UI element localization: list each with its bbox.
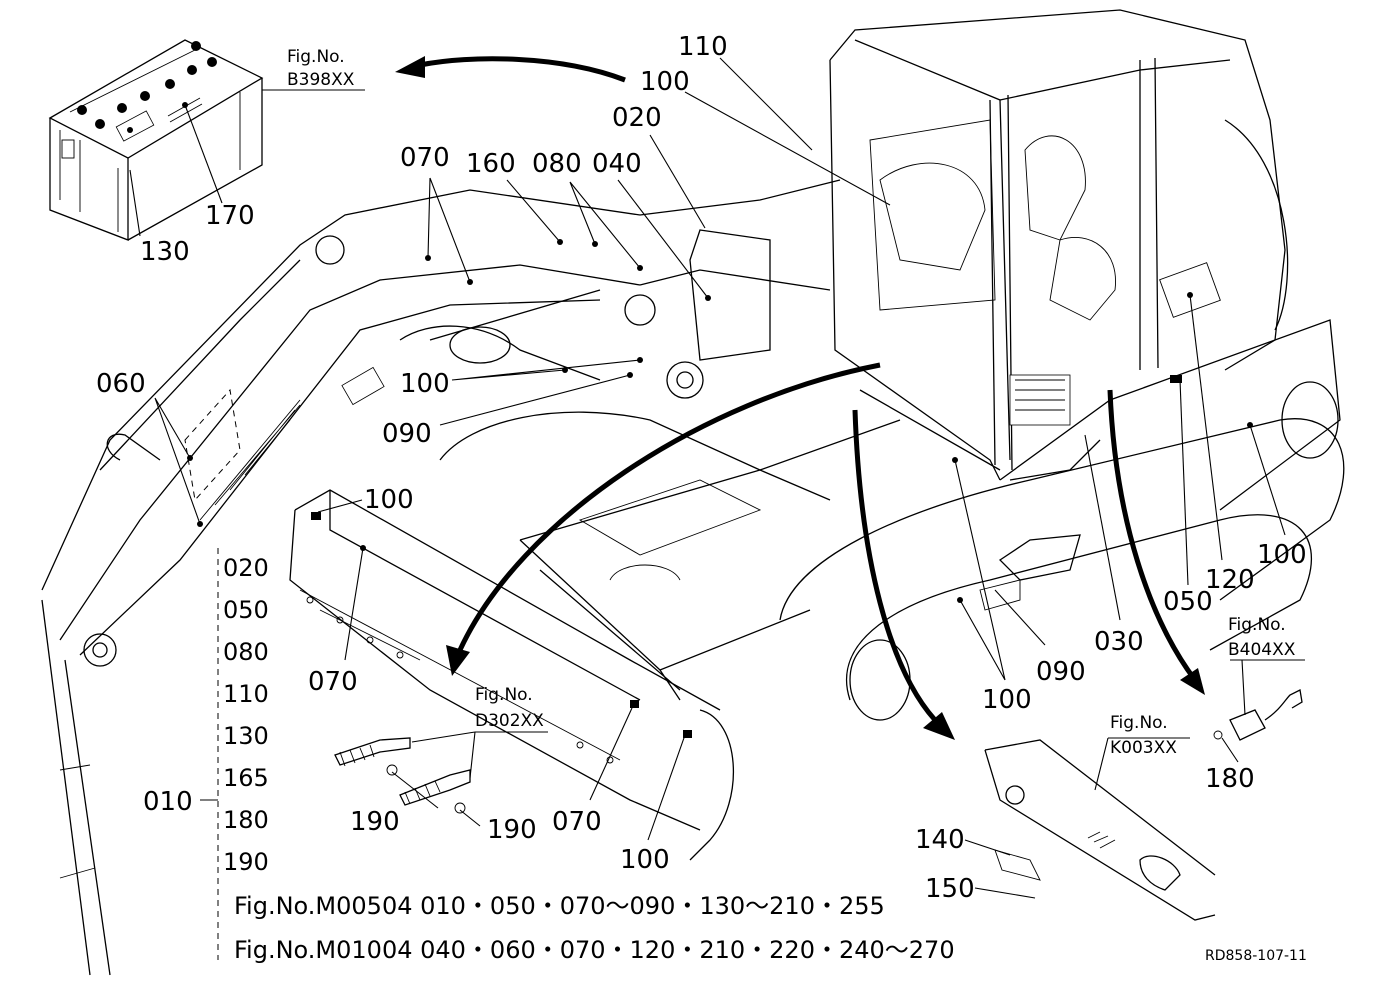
parts-list-item: 080 [223,638,269,666]
callout-100-cylinder: 100 [400,369,450,399]
callout-170: 170 [205,201,255,231]
leader-lines [129,57,1305,960]
machine-body-drawing [624,9,1341,511]
fig-label-switch: Fig.No. [1228,615,1286,635]
parts-list-item: 110 [223,680,269,708]
callout-070-boom: 070 [400,143,450,173]
callout-070-blade-right: 070 [552,807,602,837]
fig-label-battery: Fig.No. [287,47,345,67]
battery-drawing [48,39,264,241]
callout-080: 080 [532,149,582,179]
callout-040: 040 [592,149,642,179]
note-line-2: Fig.No.M01004 040・060・070・120・210・220・24… [234,936,955,964]
fig-code-battery: B398XX [287,70,355,90]
callout-130: 130 [140,237,190,267]
drawing-reference-code: RD858-107-11 [1205,948,1307,964]
boom-arm-drawing [41,189,641,976]
callout-110: 110 [678,32,728,62]
undercarriage-drawing [439,381,1345,721]
fig-code-panel: K003XX [1110,738,1177,758]
callout-190-right: 190 [487,815,537,845]
parts-list-item: 180 [223,806,269,834]
callout-190-left: 190 [350,807,400,837]
callout-010: 010 [143,787,193,817]
callout-100-blade: 100 [364,485,414,515]
parts-list-item: 165 [223,764,269,792]
callout-020: 020 [612,103,662,133]
callout-120: 120 [1205,565,1255,595]
fig-code-pump: D302XX [475,711,544,731]
parts-list-item: 130 [223,722,269,750]
callout-090-track: 090 [1036,657,1086,687]
fig-label-pump: Fig.No. [475,685,533,705]
panel-drawing [984,739,1216,921]
callout-100-rear: 100 [1257,540,1307,570]
callout-150: 150 [925,874,975,904]
note-line-1: Fig.No.M00504 010・050・070～090・130～210・25… [234,892,885,920]
parts-list-item: 020 [223,554,269,582]
dozer-blade-drawing [289,489,735,861]
callout-050: 050 [1163,587,1213,617]
parts-list-item: 190 [223,848,269,876]
callout-030: 030 [1094,627,1144,657]
callout-100-blade-right: 100 [620,845,670,875]
parts-list: 020 050 080 110 130 165 180 190 [223,554,269,876]
callout-060: 060 [96,369,146,399]
callout-140: 140 [915,825,965,855]
callout-dots [127,102,1253,603]
parts-list-item: 050 [223,596,269,624]
pump-assembly-drawing [334,731,476,814]
callout-180: 180 [1205,764,1255,794]
fig-label-panel: Fig.No. [1110,713,1168,733]
callout-160: 160 [466,149,516,179]
indicator-arrows [395,56,1205,740]
fig-code-switch: B404XX [1228,640,1296,660]
callout-090-swing: 090 [382,419,432,449]
callout-100-cab: 100 [640,67,690,97]
callout-100-track: 100 [982,685,1032,715]
callout-070-blade: 070 [308,667,358,697]
switch-drawing [1213,689,1303,741]
